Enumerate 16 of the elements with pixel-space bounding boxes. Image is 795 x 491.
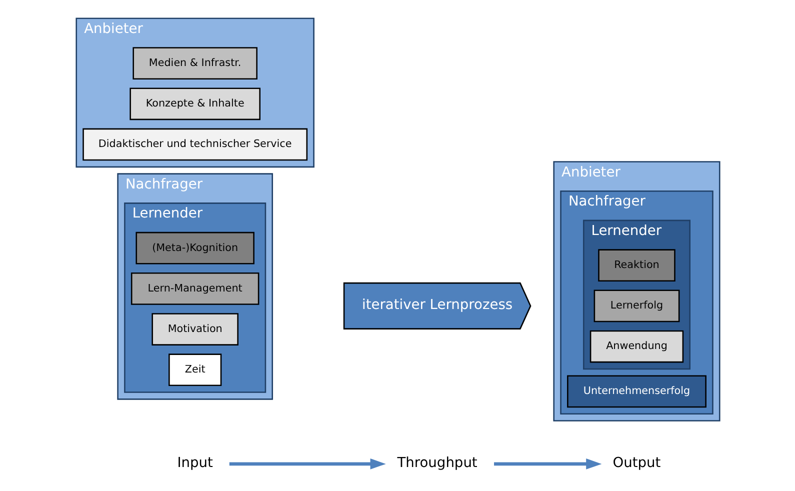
node-box: Lern-Management [130, 272, 259, 305]
node-box: Reaktion [598, 249, 675, 282]
node-box: Zeit [168, 354, 222, 386]
node-box: Anwendung [589, 330, 684, 363]
node-box: Unternehmenserfolg [566, 375, 706, 408]
arrow [228, 458, 386, 470]
node-box: Medien & Infrastr. [132, 47, 257, 80]
node-box: (Meta-)Kognition [135, 232, 254, 264]
node-text: Input [176, 455, 212, 472]
node-box: Didaktischer und technischer Service [82, 128, 308, 161]
node-box: Motivation [151, 313, 238, 346]
arrow [494, 458, 602, 470]
node-box: Konzepte & Inhalte [129, 88, 260, 120]
node-text: Output [612, 455, 660, 472]
node-box: Lernerfolg [593, 290, 680, 322]
node-text: Throughput [396, 455, 477, 472]
